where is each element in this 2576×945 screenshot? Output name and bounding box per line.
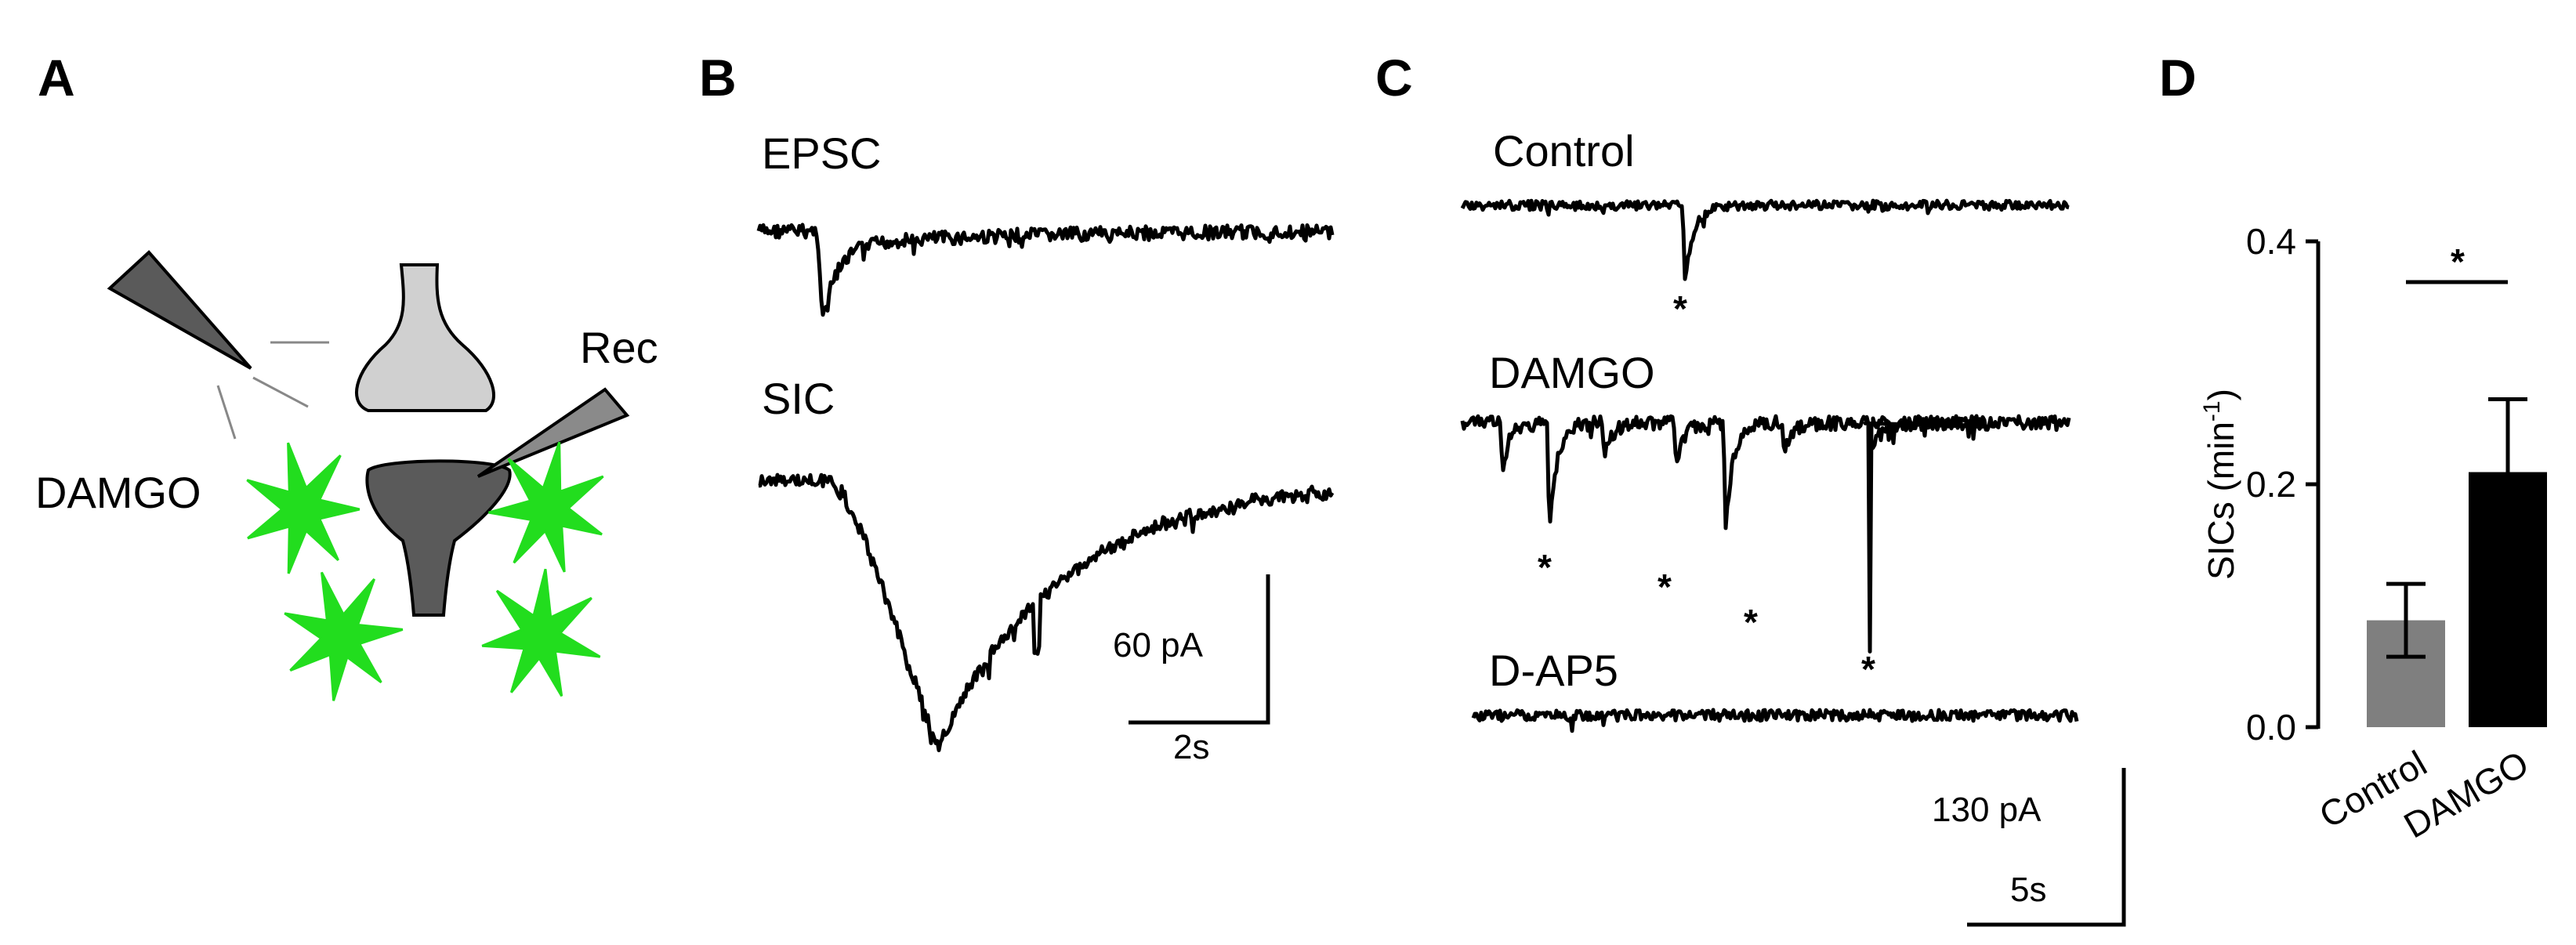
pipette-icon	[107, 250, 252, 370]
panel-a-letter: A	[38, 49, 75, 107]
sic-label: SIC	[762, 374, 835, 423]
presynaptic-terminal-icon	[355, 263, 495, 412]
significance-marker: *	[2451, 241, 2465, 282]
damgo-trace	[1460, 414, 2071, 654]
scale-b-y: 60 pA	[1113, 626, 1204, 664]
event-marker: *	[1744, 602, 1758, 643]
control-trace-label: Control	[1493, 126, 1635, 176]
control-trace	[1460, 198, 2070, 281]
scale-bar-b	[1129, 574, 1270, 725]
damgo-pipette-label: DAMGO	[35, 468, 201, 517]
event-markers: * * * * *	[1538, 288, 1875, 690]
panel-c: C Control DAMGO D-AP5 * * * * * 130 pA 5s	[1375, 49, 2126, 927]
epsc-label: EPSC	[762, 129, 882, 178]
y-tick-label: 0.2	[2246, 464, 2296, 505]
y-axis-label: SICs (min-1)	[2199, 389, 2241, 580]
panel-d-letter: D	[2159, 49, 2197, 107]
scale-c-x: 5s	[2010, 871, 2046, 909]
bars	[2367, 397, 2547, 727]
event-marker: *	[1658, 567, 1672, 607]
y-tick-label: 0.4	[2246, 221, 2296, 262]
event-marker: *	[1673, 288, 1687, 329]
sic-trace	[758, 472, 1335, 752]
astrocyte-icon	[246, 442, 360, 574]
event-marker: *	[1538, 547, 1552, 588]
diffusion-lines	[216, 341, 329, 440]
y-tick-label: 0.0	[2246, 707, 2296, 748]
dap5-trace-label: D-AP5	[1489, 646, 1618, 695]
panel-c-letter: C	[1375, 49, 1413, 107]
astrocyte-icon	[481, 568, 601, 697]
recording-electrode-icon	[476, 387, 630, 478]
event-marker: *	[1861, 649, 1875, 690]
damgo-trace-label: DAMGO	[1489, 348, 1655, 397]
panel-a: A Rec DAMGO	[35, 49, 658, 701]
dap5-trace	[1471, 708, 2079, 733]
postsynaptic-neuron-icon	[365, 459, 512, 617]
panel-b: B EPSC SIC 60 pA 2s	[699, 49, 1335, 766]
panel-b-letter: B	[699, 49, 737, 107]
scale-c-y: 130 pA	[1932, 791, 2042, 829]
rec-label: Rec	[580, 323, 658, 372]
astrocyte-icon	[284, 571, 404, 701]
scale-bar-c	[1967, 768, 2126, 927]
epsc-trace	[756, 223, 1335, 317]
astrocyte-icon	[488, 441, 604, 573]
scale-b-x: 2s	[1173, 728, 1209, 766]
astrocytes	[246, 441, 604, 701]
y-ticks: 0.0 0.2 0.4	[2246, 221, 2318, 748]
